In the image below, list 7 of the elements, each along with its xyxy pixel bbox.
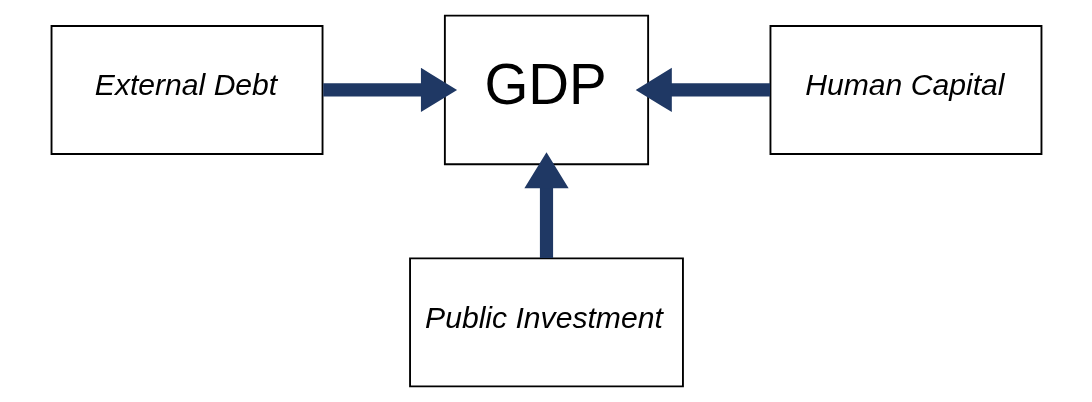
node-box: Public Investment <box>408 257 684 388</box>
arrow <box>322 67 457 113</box>
node-box: External Debt <box>50 25 323 155</box>
arrow <box>635 67 770 113</box>
node-box: Human Capital <box>769 25 1042 155</box>
arrow <box>523 152 569 259</box>
node-box: GDP <box>443 14 649 166</box>
